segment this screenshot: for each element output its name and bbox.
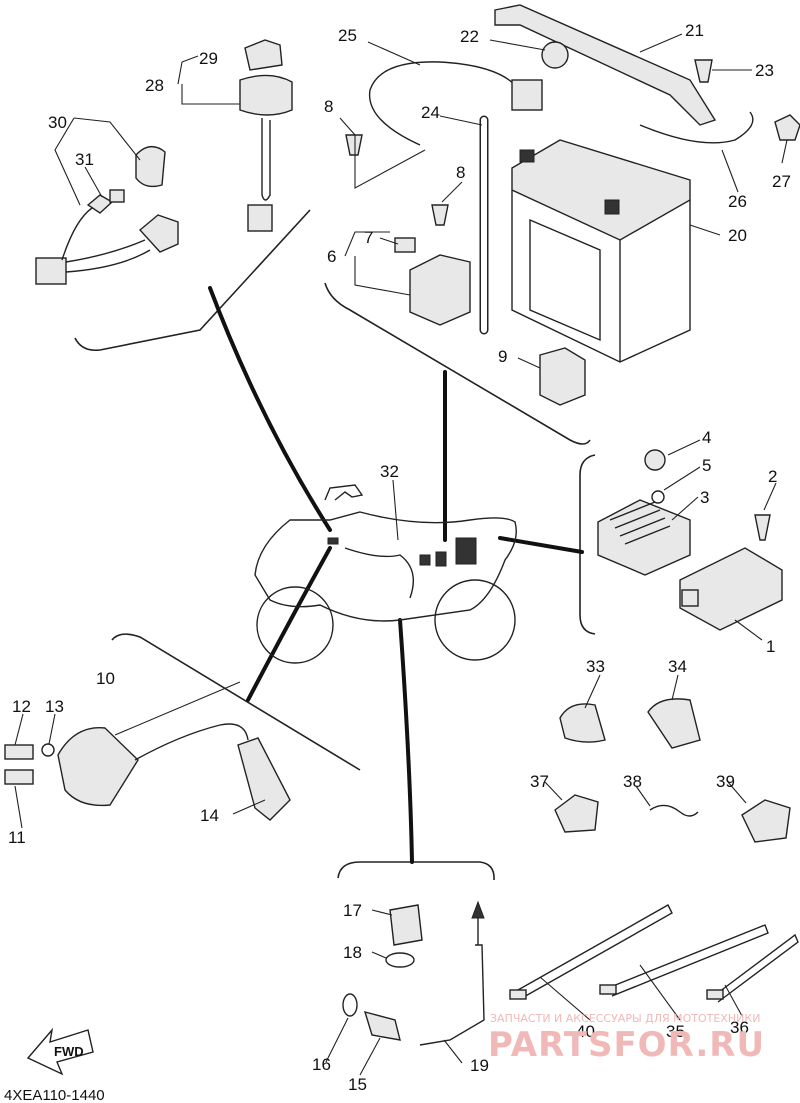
relay-bolt-upper [345, 134, 363, 156]
battery-fuse-holder [511, 79, 543, 111]
part-number-label: 11 [8, 828, 26, 847]
ignition-coil [4, 723, 291, 821]
part-number-label: 17 [343, 901, 362, 920]
fwd-label: FWD [54, 1044, 84, 1059]
part-number-label: 21 [685, 21, 704, 40]
part-number-label: 40 [576, 1022, 595, 1041]
clamps-and-ties [509, 698, 799, 1003]
part-number-label: 14 [200, 806, 219, 825]
part-number-label: 5 [702, 456, 711, 475]
harness-switch [35, 146, 179, 285]
part-number-label: 23 [755, 61, 774, 80]
main-switch-assembly [239, 39, 293, 232]
connector-line-sensors [398, 618, 414, 864]
group-outline-regulator [579, 454, 596, 635]
group-outline-sensors [337, 861, 495, 881]
battery-cable-negative [639, 111, 754, 144]
part-number-label: 25 [338, 26, 357, 45]
connector-line-switch [208, 286, 332, 532]
watermark-logo-text: PARTSFOR.RU [488, 1025, 765, 1065]
relay-fuse [394, 237, 416, 253]
watermark-tagline: ЗАПЧАСТИ И АКСЕССУАРЫ ДЛЯ МОТОТЕХНИКИ [490, 1012, 760, 1025]
part-number-label: 29 [199, 49, 218, 68]
part-number-label: 1 [766, 637, 775, 656]
part-number-label: 33 [586, 657, 605, 676]
part-number-label: 2 [768, 467, 777, 486]
part-number-label: 36 [730, 1018, 749, 1037]
rectifier-regulator [597, 449, 691, 576]
part-number-label: 7 [364, 228, 373, 247]
part-number-label: 15 [348, 1075, 367, 1094]
part-number-label: 22 [460, 27, 479, 46]
part-number-label: 37 [530, 772, 549, 791]
group-outline-battery [324, 282, 591, 445]
forward-direction-arrow: FWD [26, 1027, 94, 1076]
part-number-label: 35 [666, 1022, 685, 1041]
battery-assembly [511, 139, 691, 363]
part-number-label: 13 [45, 697, 64, 716]
part-number-label: 20 [728, 226, 747, 245]
part-number-label: 12 [12, 697, 31, 716]
part-number-label: 6 [327, 247, 336, 266]
connector-line-ignition [246, 546, 332, 702]
part-number-label: 27 [772, 172, 791, 191]
battery-strap [494, 4, 717, 126]
battery-cable-positive [368, 61, 516, 146]
connector-line-regulator [498, 536, 584, 554]
part-number-label: 9 [498, 347, 507, 366]
leader-lines [14, 33, 788, 1076]
flasher-relay [539, 347, 586, 406]
cdi-unit [679, 514, 783, 631]
starter-relay [409, 254, 471, 326]
part-number-label: 10 [96, 669, 115, 688]
part-number-label: 32 [380, 462, 399, 481]
part-number-label: 28 [145, 76, 164, 95]
group-outline-switch [74, 209, 311, 352]
part-number-label: 31 [75, 150, 94, 169]
part-number-label: 3 [700, 488, 709, 507]
diagram-code: 4XEA110-1440 [4, 1087, 105, 1103]
part-number-label: 24 [421, 103, 440, 122]
part-number-label: 8 [324, 97, 333, 116]
part-number-label: 4 [702, 428, 711, 447]
part-number-label: 26 [728, 192, 747, 211]
part-number-label: 34 [668, 657, 687, 676]
part-number-label: 16 [312, 1055, 331, 1074]
sensors [342, 900, 485, 1046]
relay-bolt-lower [431, 204, 449, 226]
battery-cap [541, 41, 569, 69]
battery-terminal-cap [774, 114, 800, 141]
part-number-label: 8 [456, 163, 465, 182]
group-outline-ignition [111, 633, 361, 771]
part-number-label: 38 [623, 772, 642, 791]
battery-bolt [694, 59, 713, 83]
part-number-label: 19 [470, 1056, 489, 1075]
part-number-label: 18 [343, 943, 362, 962]
part-number-label: 30 [48, 113, 67, 132]
part-number-label: 39 [716, 772, 735, 791]
vehicle-silhouette [254, 484, 517, 664]
